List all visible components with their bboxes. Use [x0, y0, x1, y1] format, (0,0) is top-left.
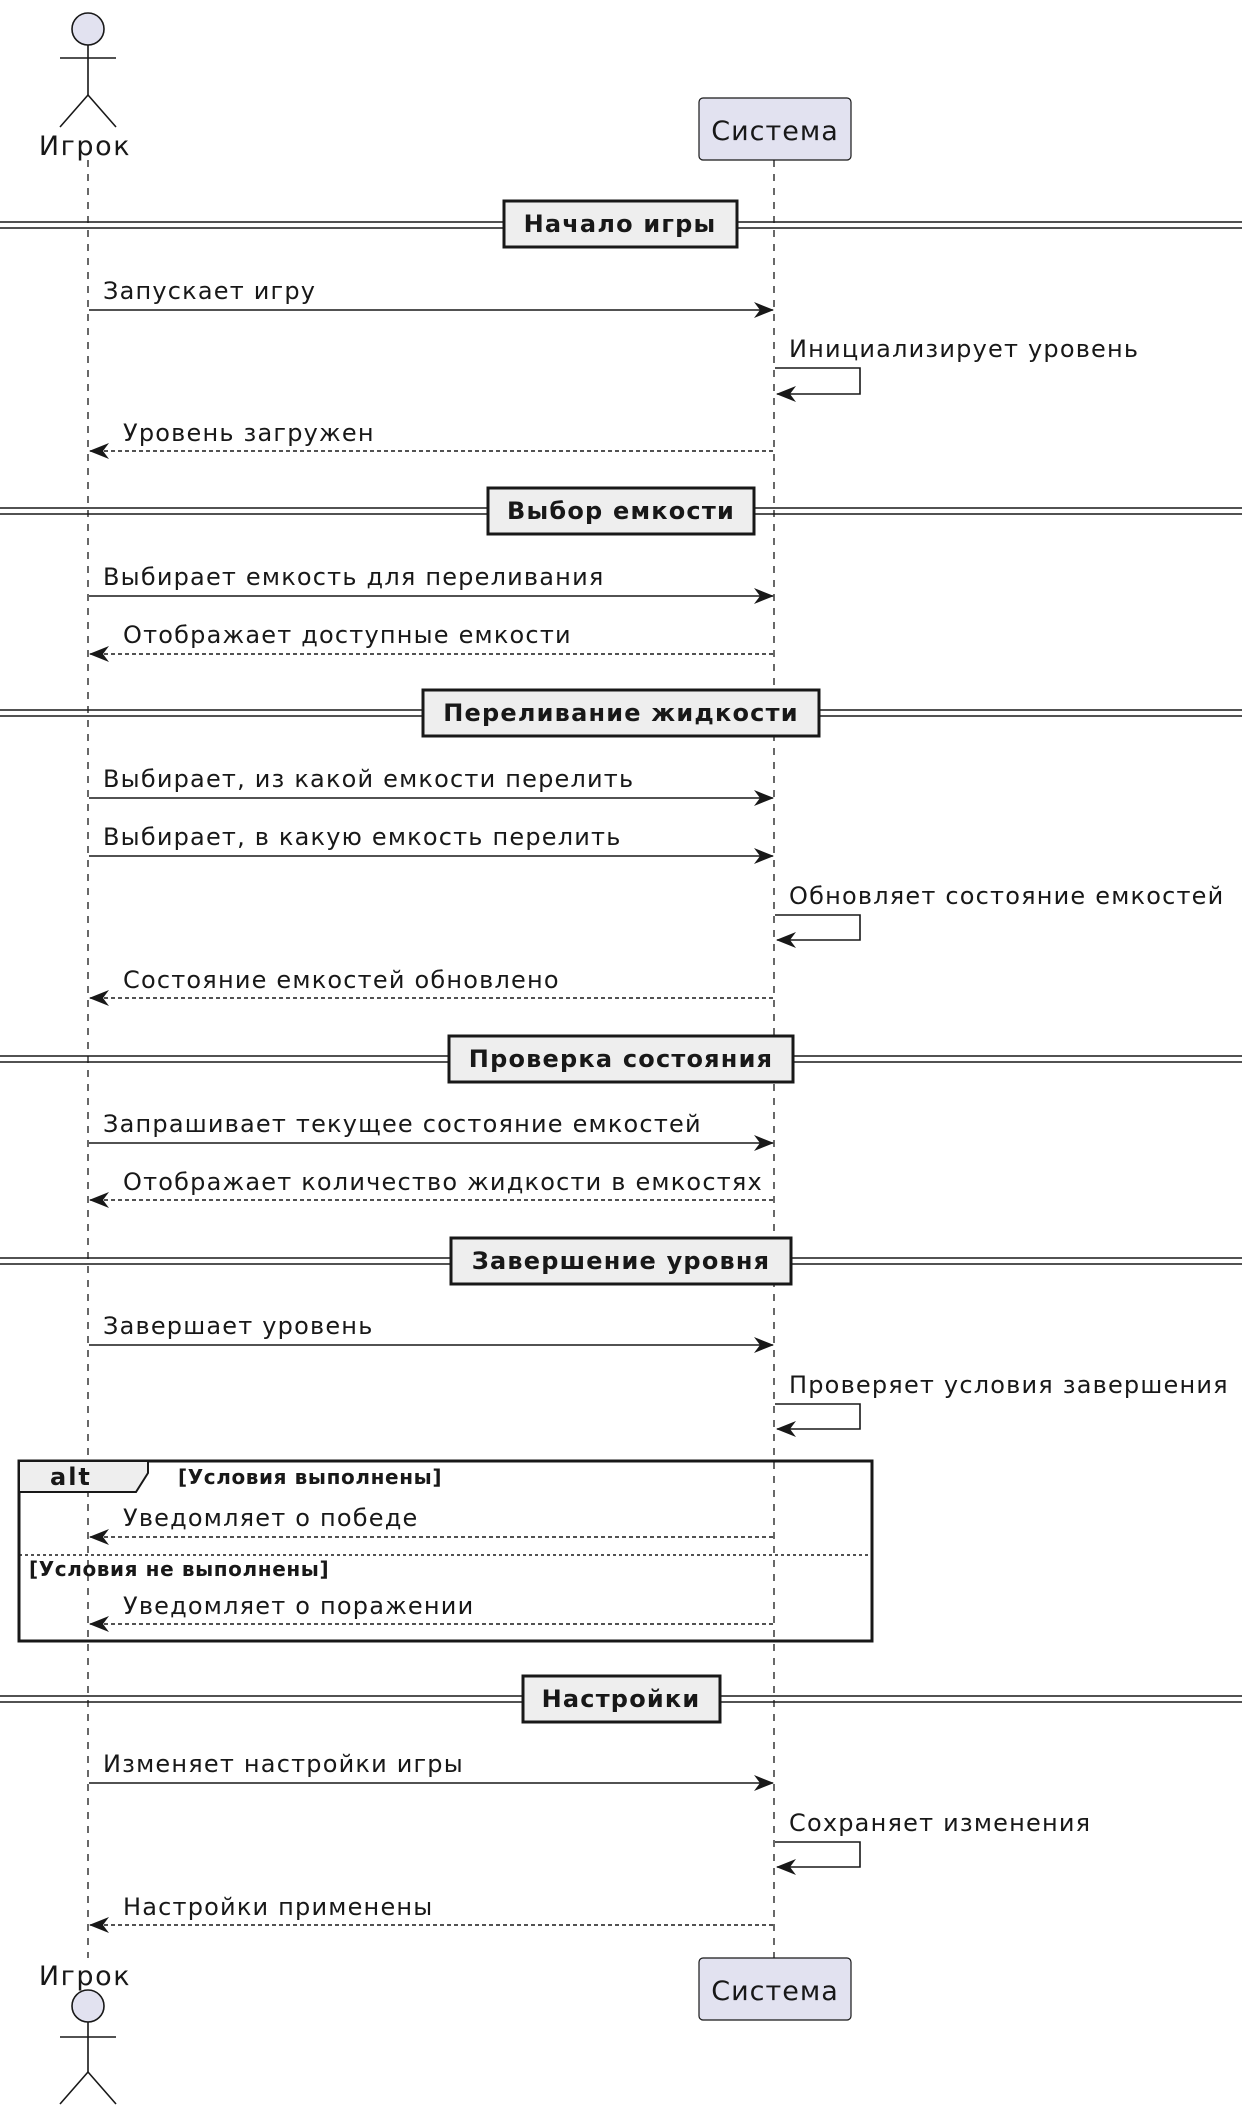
participant-system-bottom: Система	[698, 1957, 852, 2021]
message-label: Настройки применены	[123, 1893, 433, 1921]
message-label: Уведомляет о победе	[123, 1504, 418, 1532]
participant-system-top: Система	[698, 97, 852, 161]
message-10: Запрашивает текущее состояние емкостей	[89, 1110, 774, 1151]
message-label: Выбирает, из какой емкости перелить	[103, 765, 634, 793]
message-7: Выбирает, в какую емкость перелить	[89, 823, 774, 864]
message-label: Уведомляет о поражении	[123, 1592, 474, 1620]
self-message-17: Сохраняет изменения	[775, 1809, 1091, 1875]
message-label: Выбирает емкость для переливания	[103, 563, 605, 591]
actor-player-label-top: Игрок	[39, 131, 131, 162]
message-label: Уровень загружен	[123, 419, 375, 447]
actor-player-bottom: Игрок	[39, 1961, 131, 2105]
separator-settings: Настройки	[0, 1674, 1242, 1724]
participant-box	[698, 97, 852, 161]
message-5: Отображает доступные емкости	[89, 621, 773, 662]
alt-guard-lose: [Условия не выполнены]	[29, 1557, 329, 1581]
separator-label: Начало игры	[524, 210, 717, 238]
message-16: Изменяет настройки игры	[89, 1750, 774, 1791]
actor-player-top: Игрок	[39, 12, 131, 162]
separator-game-start: Начало игры	[0, 199, 1242, 249]
separator-liquid-pour: Переливание жидкости	[0, 688, 1242, 738]
message-15: Уведомляет о поражении	[89, 1592, 773, 1632]
message-label: Состояние емкостей обновлено	[123, 966, 560, 994]
alt-fragment-tab	[18, 1460, 149, 1493]
message-label: Обновляет состояние емкостей	[789, 882, 1224, 910]
message-14: Уведомляет о победе	[89, 1504, 773, 1545]
message-label: Запрашивает текущее состояние емкостей	[103, 1110, 702, 1138]
self-message-2: Инициализирует уровень	[775, 335, 1139, 402]
message-label: Сохраняет изменения	[789, 1809, 1091, 1837]
actor-head-icon	[71, 1989, 105, 2023]
alt-fragment: alt [Условия выполнены] [Условия не выпо…	[17, 1459, 874, 1643]
self-message-13: Проверяет условия завершения	[775, 1371, 1229, 1437]
message-18: Настройки применены	[89, 1893, 773, 1933]
self-message-8: Обновляет состояние емкостей	[775, 882, 1224, 948]
message-12: Завершает уровень	[89, 1312, 774, 1353]
message-label: Изменяет настройки игры	[103, 1750, 464, 1778]
message-label: Выбирает, в какую емкость перелить	[103, 823, 622, 851]
participant-system-label-top: Система	[711, 116, 839, 147]
message-9: Состояние емкостей обновлено	[89, 966, 773, 1006]
message-label: Отображает количество жидкости в емкостя…	[123, 1168, 763, 1196]
participant-system-label-bottom: Система	[711, 1976, 839, 2007]
message-label: Отображает доступные емкости	[123, 621, 572, 649]
separator-label: Выбор емкости	[507, 497, 735, 525]
separator-container-select: Выбор емкости	[0, 486, 1242, 536]
separator-label: Переливание жидкости	[443, 699, 798, 727]
message-4: Выбирает емкость для переливания	[89, 563, 774, 604]
separator-label: Завершение уровня	[472, 1247, 771, 1275]
message-label: Запускает игру	[103, 277, 316, 305]
separator-label: Настройки	[542, 1685, 701, 1713]
message-11: Отображает количество жидкости в емкостя…	[89, 1168, 773, 1208]
message-1: Запускает игру	[89, 277, 774, 318]
message-label: Завершает уровень	[103, 1312, 374, 1340]
participant-box	[698, 1957, 852, 2021]
alt-fragment-label: alt	[50, 1463, 92, 1491]
message-3: Уровень загружен	[89, 419, 773, 459]
message-6: Выбирает, из какой емкости перелить	[89, 765, 774, 806]
message-label: Инициализирует уровень	[789, 335, 1139, 363]
alt-fragment-frame	[17, 1459, 874, 1643]
actor-player-label-bottom: Игрок	[39, 1961, 131, 1992]
separator-state-check: Проверка состояния	[0, 1034, 1242, 1084]
separator-label: Проверка состояния	[469, 1045, 773, 1073]
message-label: Проверяет условия завершения	[789, 1371, 1229, 1399]
actor-head-icon	[71, 12, 105, 46]
separator-level-finish: Завершение уровня	[0, 1236, 1242, 1286]
alt-guard-win: [Условия выполнены]	[178, 1465, 442, 1489]
